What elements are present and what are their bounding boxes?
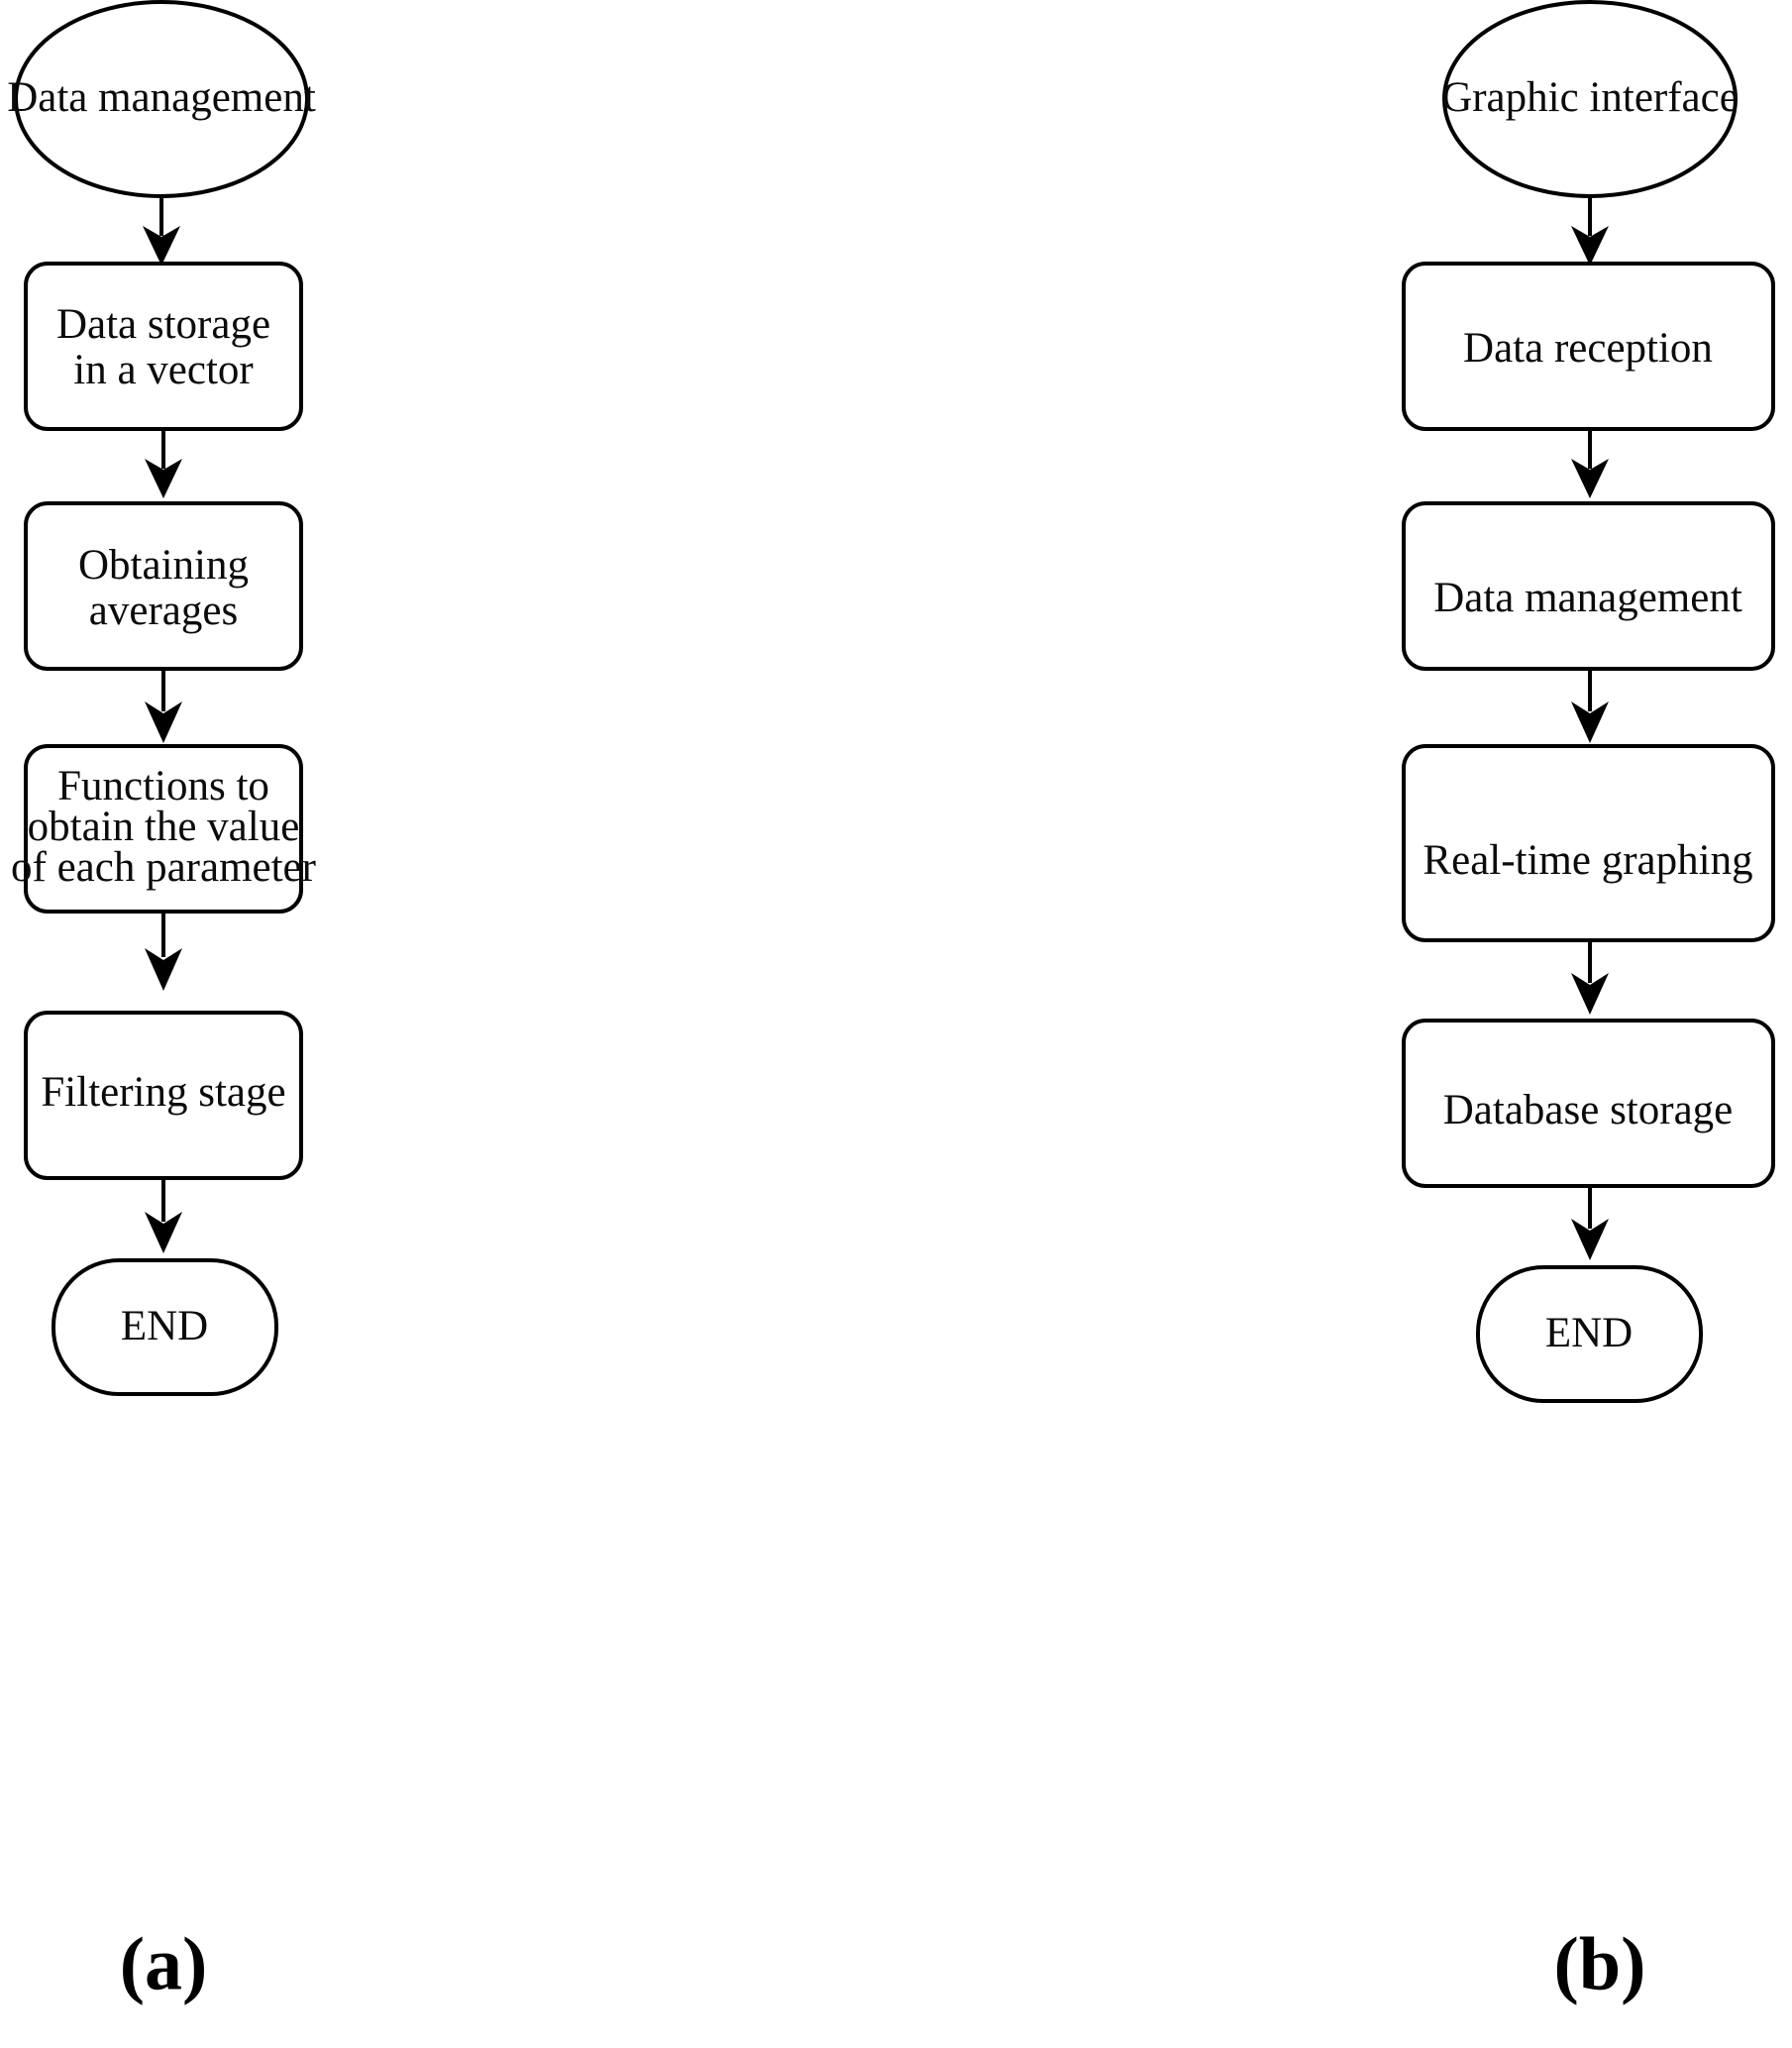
- node-a2-label-line1: Data storage: [56, 301, 270, 348]
- node-b6-end[interactable]: END: [1476, 1265, 1703, 1403]
- stadium-shape: [1476, 1265, 1703, 1403]
- node-a4-label-line2: obtain the value: [28, 804, 300, 850]
- node-a4-process[interactable]: Functions to obtain the value of each pa…: [11, 744, 316, 914]
- node-b2-label: Data reception: [1463, 325, 1713, 372]
- panel-a: Data management Data storage in a vector: [7, 0, 316, 2005]
- node-a3-process[interactable]: Obtaining averages: [24, 501, 303, 671]
- node-a2-label-line2: in a vector: [73, 347, 253, 393]
- node-b1-start[interactable]: Graphic interface: [1441, 0, 1739, 198]
- node-b5-label: Database storage: [1443, 1087, 1734, 1133]
- edge-a3-a4: [145, 669, 182, 743]
- node-b2-process[interactable]: Data reception: [1402, 262, 1775, 431]
- node-a3-label-line2: averages: [89, 588, 238, 634]
- node-b5-process[interactable]: Database storage: [1402, 1019, 1775, 1188]
- node-a1-start[interactable]: Data management: [7, 0, 316, 198]
- edge-a2-a3: [145, 429, 182, 498]
- node-b4-process[interactable]: Real-time graphing: [1402, 744, 1775, 942]
- node-b3-label: Data management: [1433, 575, 1742, 621]
- node-b3-process[interactable]: Data management: [1402, 501, 1775, 671]
- node-a4-label-line1: Functions to: [57, 763, 269, 809]
- edge-b4-b5: [1571, 940, 1609, 1015]
- node-a4-label-line3: of each parameter: [11, 844, 316, 891]
- node-a1-label: Data management: [7, 74, 316, 121]
- node-a6-end[interactable]: END: [52, 1258, 278, 1396]
- edge-b3-b4: [1571, 669, 1609, 743]
- node-b1-label: Graphic interface: [1441, 74, 1739, 121]
- edge-a5-a6: [145, 1178, 182, 1253]
- edge-b2-b3: [1571, 429, 1609, 498]
- node-a6-label: END: [121, 1303, 208, 1349]
- panel-b-caption: (b): [1554, 1922, 1646, 2005]
- node-b4-label: Real-time graphing: [1423, 837, 1752, 884]
- node-b6-label: END: [1545, 1310, 1633, 1356]
- edge-a4-a5: [145, 912, 182, 991]
- node-a5-process[interactable]: Filtering stage: [24, 1011, 303, 1180]
- node-a5-label: Filtering stage: [41, 1069, 285, 1116]
- edge-a1-a2: [143, 196, 180, 266]
- panel-a-caption: (a): [120, 1922, 208, 2005]
- panel-b: Graphic interface Data reception Data ma…: [1402, 0, 1775, 2005]
- stadium-shape: [52, 1258, 278, 1396]
- node-a2-process[interactable]: Data storage in a vector: [24, 262, 303, 431]
- edge-b1-b2: [1571, 196, 1609, 266]
- edge-b5-b6: [1571, 1186, 1609, 1260]
- node-a3-label-line1: Obtaining: [78, 542, 249, 589]
